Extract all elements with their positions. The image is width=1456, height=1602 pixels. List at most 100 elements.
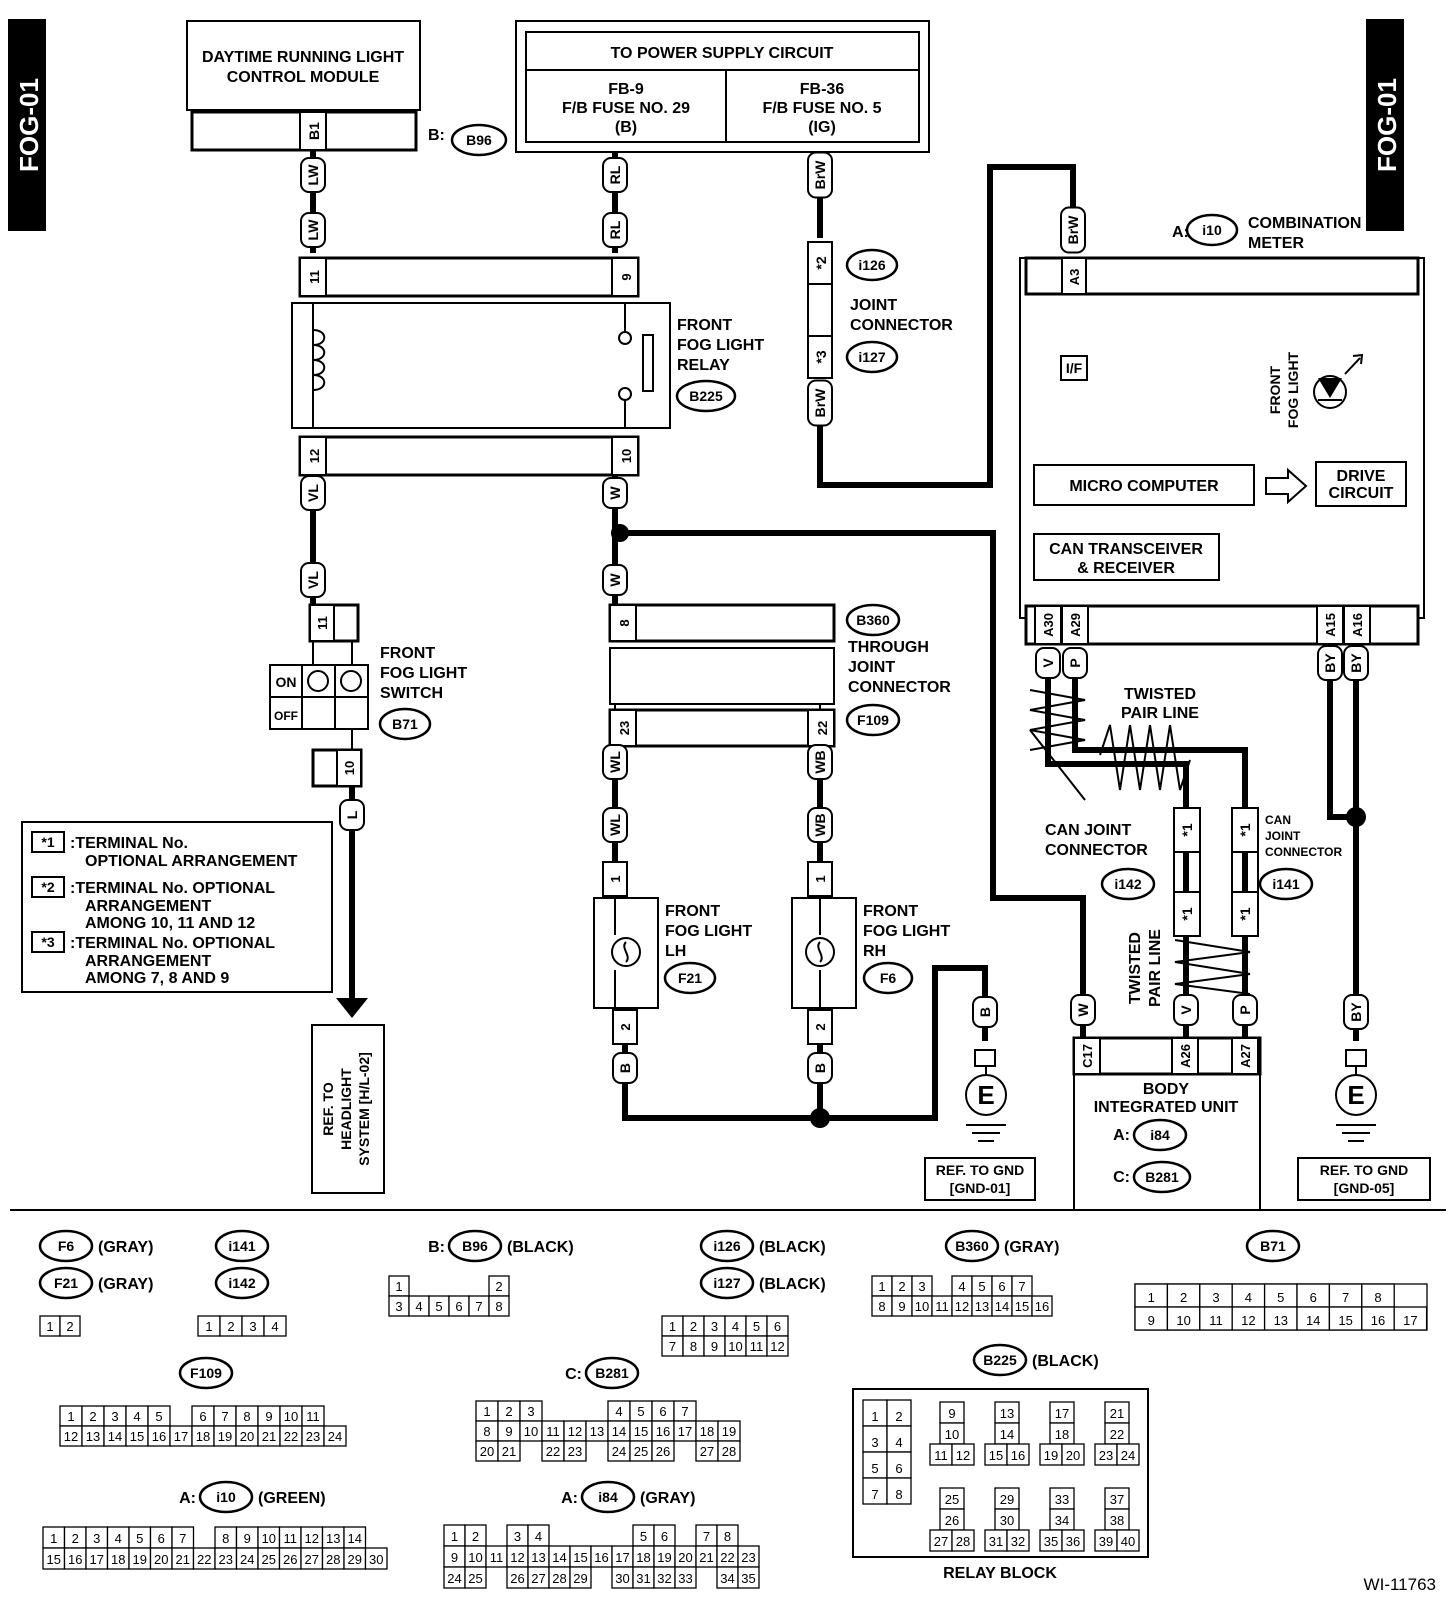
svg-text:CONNECTOR: CONNECTOR — [850, 317, 953, 334]
pin-number: 16 — [1371, 1313, 1385, 1328]
connector-ref-i84[interactable] — [1132, 1118, 1188, 1152]
pin-number: 9 — [451, 1550, 458, 1565]
connector-face-label-b360[interactable] — [944, 1229, 1000, 1263]
pin-number: 1 — [451, 1529, 458, 1544]
wire-label-b2 — [807, 1052, 833, 1084]
connector-ref-b96[interactable] — [450, 123, 508, 157]
pin-number: 22 — [1110, 1427, 1124, 1442]
wire-label-text-b3: B — [977, 1007, 993, 1017]
pin-number: 21 — [176, 1552, 190, 1567]
pin-number: 19 — [133, 1552, 147, 1567]
pin-number: 23 — [568, 1444, 582, 1459]
svg-text:TO POWER SUPPLY CIRCUIT: TO POWER SUPPLY CIRCUIT — [611, 45, 834, 62]
wire-label-text-by3: BY — [1348, 1002, 1364, 1022]
pin-number: 15 — [130, 1429, 144, 1444]
svg-text:(GREEN): (GREEN) — [258, 1490, 326, 1507]
connector-face-label-i84[interactable] — [580, 1480, 636, 1514]
svg-text:FRONT: FRONT — [665, 903, 720, 920]
svg-text:*2: *2 — [41, 879, 54, 895]
svg-text:ARRANGEMENT: ARRANGEMENT — [85, 898, 211, 915]
connector-face-label-b96[interactable] — [447, 1229, 503, 1263]
connector-ref-i142[interactable] — [1100, 867, 1156, 901]
pin-number: 6 — [199, 1409, 206, 1424]
svg-text:F21: F21 — [678, 970, 702, 986]
pin-cell-b71 — [1393, 1306, 1428, 1331]
pin-number: 8 — [690, 1339, 697, 1354]
svg-text:F/B FUSE NO. 5: F/B FUSE NO. 5 — [762, 100, 881, 117]
pin-number: 13 — [1274, 1313, 1288, 1328]
pin-number: 6 — [661, 1529, 668, 1544]
pin-number: 7 — [475, 1299, 482, 1314]
wire-label-text-by1: BY — [1322, 653, 1338, 673]
pin-number: 25 — [634, 1444, 648, 1459]
pin-number: 40 — [1121, 1534, 1135, 1549]
wire-label-vl1 — [300, 475, 326, 511]
pin-number: 2 — [690, 1319, 697, 1334]
svg-text:PAIR LINE: PAIR LINE — [1121, 705, 1199, 722]
pin-number: 25 — [945, 1492, 959, 1507]
connector-face-label-b225[interactable] — [972, 1343, 1028, 1377]
twisted-pair-label-vertical: TWISTED — [1127, 932, 1144, 1004]
pin-number: 19 — [218, 1429, 232, 1444]
pin-number: 30 — [615, 1571, 629, 1586]
connector-ref-f109[interactable] — [845, 703, 901, 737]
pin-number: 22 — [197, 1552, 211, 1567]
connector-ref-b360[interactable] — [845, 603, 901, 637]
svg-text:CAN JOINT: CAN JOINT — [1045, 822, 1131, 839]
svg-text:FRONT: FRONT — [1267, 365, 1283, 414]
wire-label-text-rl1: RL — [607, 165, 623, 184]
pin-number: 5 — [640, 1529, 647, 1544]
connector-ref-i127[interactable] — [845, 340, 899, 374]
connector-face-label-i126[interactable] — [699, 1229, 755, 1263]
connector-ref-i126[interactable] — [845, 248, 899, 282]
connector-ref-i141[interactable] — [1258, 867, 1314, 901]
svg-text:2: 2 — [618, 1023, 633, 1030]
connector-face-label-b281[interactable] — [584, 1356, 640, 1390]
svg-text:[GND-01]: [GND-01] — [950, 1180, 1011, 1196]
can-joint-connector-i141: *1 *1 CAN JOINT CONNECTOR — [1231, 807, 1342, 937]
svg-text:REF. TO: REF. TO — [320, 1082, 336, 1136]
pin-number: 21 — [1110, 1406, 1124, 1421]
connector-face-label-f21[interactable] — [38, 1266, 94, 1300]
connector-ref-f6[interactable] — [862, 961, 914, 995]
svg-text:PAIR LINE: PAIR LINE — [1147, 929, 1164, 1007]
pin-number: 10 — [468, 1550, 482, 1565]
pin-number: 15 — [47, 1552, 61, 1567]
pin-number: 8 — [222, 1531, 229, 1546]
connector-face-label-f109[interactable] — [178, 1356, 234, 1390]
connector-face-label-b71[interactable] — [1245, 1229, 1301, 1263]
svg-text:B360: B360 — [955, 1238, 989, 1254]
wire-label-text-lw1: LW — [305, 164, 321, 186]
connector-ref-b281[interactable] — [1132, 1160, 1192, 1194]
svg-text:OFF: OFF — [274, 709, 298, 723]
svg-text:B225: B225 — [983, 1352, 1017, 1368]
svg-text:I/F: I/F — [1066, 360, 1083, 376]
connector-face-label-i127[interactable] — [699, 1266, 755, 1300]
connector-ref-b71[interactable] — [378, 707, 432, 741]
connector-face-label-i141[interactable] — [214, 1229, 270, 1263]
pin-number: 4 — [615, 1404, 622, 1419]
wire-label-text-b1: B — [617, 1063, 633, 1073]
svg-text:CAN: CAN — [1265, 813, 1291, 827]
pin-number: 22 — [720, 1550, 734, 1565]
wire-label-by2 — [1343, 645, 1369, 681]
svg-text:*1: *1 — [1237, 823, 1253, 836]
connector-ref-b225[interactable] — [675, 379, 737, 413]
pin-cell-f109 — [323, 1425, 347, 1447]
wire-label-rl1 — [602, 157, 628, 193]
connector-ref-i10[interactable] — [1185, 213, 1239, 247]
pin-cell-b225 — [1061, 1529, 1085, 1552]
svg-text:F21: F21 — [54, 1275, 78, 1291]
connector-face-label-i142[interactable] — [214, 1266, 270, 1300]
headlight-reference: REF. TO HEADLIGHT SYSTEM [H/L-02] — [311, 1024, 385, 1194]
connector-face-label-f6[interactable] — [38, 1229, 94, 1263]
pin-cell-b225 — [886, 1477, 912, 1505]
pin-number: 29 — [1000, 1492, 1014, 1507]
connector-ref-f21[interactable] — [663, 961, 717, 995]
pin-number: 11 — [306, 1409, 320, 1424]
svg-text:FOG LIGHT: FOG LIGHT — [380, 665, 467, 682]
combination-meter: A3 A: COMBINATION METER I/F FRONT FOG LI… — [1019, 215, 1425, 646]
pin-number: 3 — [1212, 1290, 1219, 1305]
connector-face-label-i10[interactable] — [198, 1480, 254, 1514]
pin-number: 9 — [244, 1531, 251, 1546]
